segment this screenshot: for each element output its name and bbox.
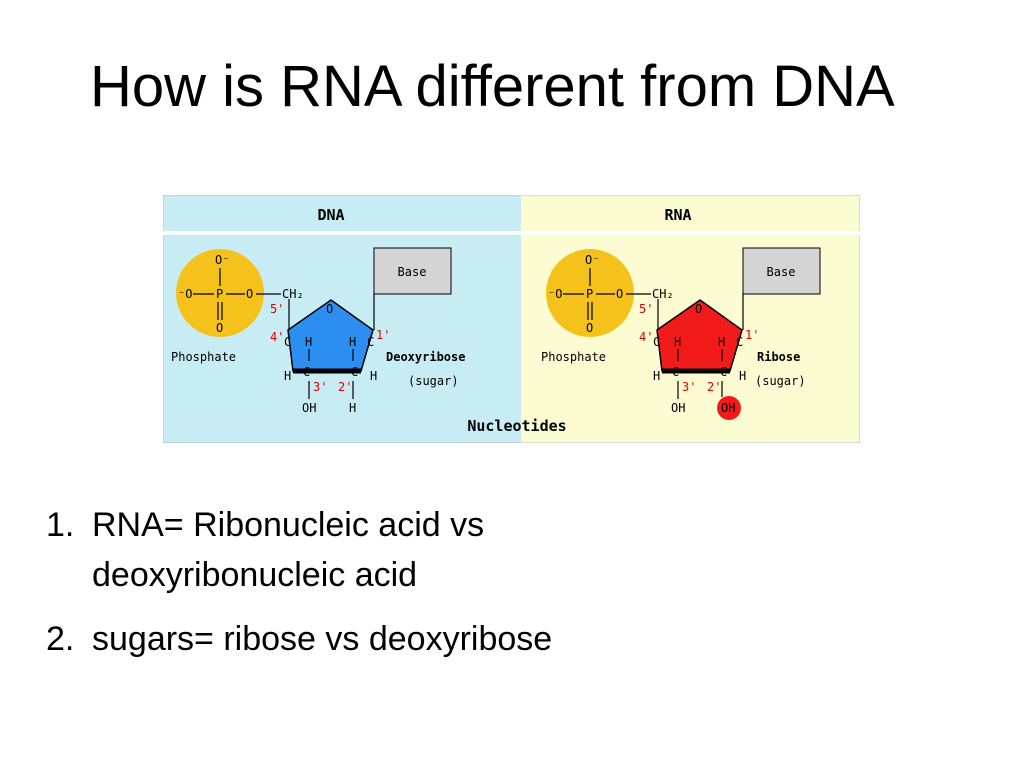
dna-h-bottom: H	[349, 401, 356, 415]
list-item: 2. sugars= ribose vs deoxyribose	[46, 614, 746, 664]
list-item: 1. RNA= Ribonucleic acid vs deoxyribonuc…	[46, 500, 746, 600]
nucleotides-label: Nucleotides	[467, 417, 566, 435]
dna-phosphate-circle	[176, 249, 264, 337]
dna-h4b: H	[284, 369, 291, 383]
rna-h2b: H	[739, 369, 746, 383]
bullet-number: 1.	[46, 506, 75, 544]
dna-num-2: 2'	[338, 380, 352, 394]
rna-base-box	[742, 247, 821, 295]
rna-header: RNA	[664, 206, 691, 224]
dna-h2b: H	[370, 369, 377, 383]
rna-oh2: OH	[721, 401, 735, 415]
dna-h4: H	[305, 335, 312, 349]
rna-o-top: O⁻	[585, 253, 599, 267]
rna-phosphate-circle	[546, 249, 634, 337]
dna-num-4: 4'	[270, 330, 284, 344]
dna-o-left: ⁻O	[178, 287, 192, 301]
bullet-number: 2.	[46, 620, 75, 658]
rna-num-4: 4'	[639, 330, 653, 344]
dna-ch2: CH₂	[282, 287, 304, 301]
rna-nucleotide: O⁻ ⁻O P O O CH₂ Phosphate O 5' 4' C C 1'…	[541, 247, 821, 420]
rna-2-hydroxyl-highlight	[717, 396, 741, 420]
dna-nucleotide: O⁻ ⁻O P O O CH₂ Phosphate O 5' 4' C C 1'…	[171, 247, 465, 415]
bullet-text: RNA= Ribonucleic acid vs deoxyribonuclei…	[92, 506, 485, 594]
nucleotide-diagram: DNA RNA O⁻ ⁻O P O O CH₂ Phosphate O 5' 4…	[163, 195, 860, 443]
rna-oh3: OH	[671, 401, 685, 415]
bullet-text: sugars= ribose vs deoxyribose	[92, 620, 553, 658]
dna-c3: C	[303, 365, 310, 379]
dna-o-top: O⁻	[215, 253, 229, 267]
dna-p: P	[216, 287, 223, 301]
dna-c4: C	[284, 335, 291, 349]
dna-c2: C	[351, 365, 358, 379]
dna-header: DNA	[317, 206, 344, 224]
dna-num-1: 1'	[376, 328, 390, 342]
rna-ring-o: O	[695, 302, 702, 316]
rna-h4: H	[674, 335, 681, 349]
rna-h1: H	[718, 335, 725, 349]
dna-o-bottom: O	[216, 321, 223, 335]
rna-base-label: Base	[767, 265, 796, 279]
dna-sugar-sub: (sugar)	[408, 374, 459, 388]
dna-base-label: Base	[398, 265, 427, 279]
dna-o-mid: O	[246, 287, 253, 301]
rna-c1: C	[736, 335, 743, 349]
rna-o-bottom: O	[586, 321, 593, 335]
dna-ring-o: O	[326, 302, 333, 316]
slide-title: How is RNA different from DNA	[90, 54, 895, 119]
rna-num-1: 1'	[745, 328, 759, 342]
rna-c3: C	[672, 365, 679, 379]
rna-c2: C	[720, 365, 727, 379]
rna-c4: C	[653, 335, 660, 349]
rna-p: P	[586, 287, 593, 301]
rna-o-left: ⁻O	[548, 287, 562, 301]
dna-sugar-name: Deoxyribose	[386, 350, 465, 364]
dna-num-3: 3'	[313, 380, 327, 394]
dna-h1: H	[349, 335, 356, 349]
rna-num-2: 2'	[707, 380, 721, 394]
dna-c1: C	[367, 335, 374, 349]
dna-phosphate-label: Phosphate	[171, 350, 236, 364]
rna-sugar-sub: (sugar)	[755, 374, 806, 388]
dna-oh3: OH	[302, 401, 316, 415]
rna-phosphate-label: Phosphate	[541, 350, 606, 364]
rna-sugar-name: Ribose	[757, 350, 800, 364]
dna-base-box	[373, 247, 452, 295]
rna-ch2: CH₂	[652, 287, 674, 301]
dna-num-5: 5'	[270, 302, 284, 316]
rna-o-mid: O	[616, 287, 623, 301]
rna-num-3: 3'	[682, 380, 696, 394]
bullet-list: 1. RNA= Ribonucleic acid vs deoxyribonuc…	[46, 500, 746, 678]
rna-h4b: H	[653, 369, 660, 383]
rna-num-5: 5'	[639, 302, 653, 316]
